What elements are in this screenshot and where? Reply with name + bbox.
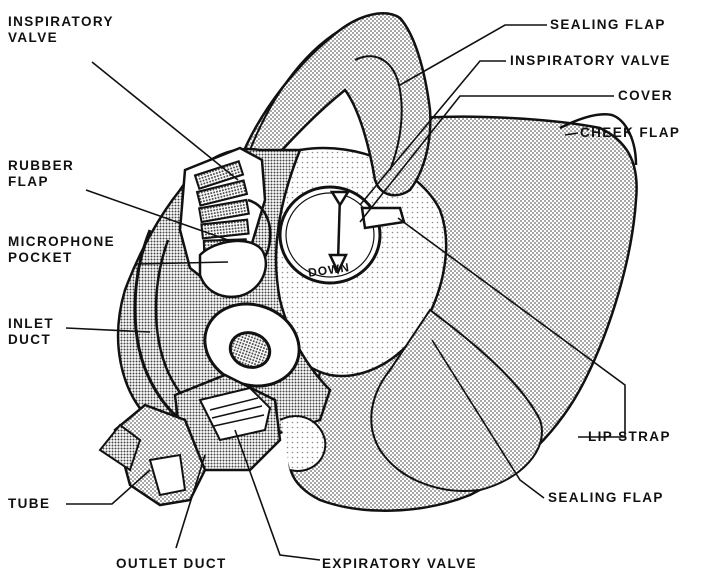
label-inlet-duct: INLET DUCT <box>8 316 54 348</box>
label-line: VALVE <box>8 30 114 46</box>
microphone-pocket <box>200 241 266 297</box>
label-microphone-pocket: MICROPHONE POCKET <box>8 234 115 266</box>
label-line: MICROPHONE <box>8 234 115 250</box>
label-line: RUBBER <box>8 158 74 174</box>
label-lip-strap: LIP STRAP <box>588 429 671 445</box>
label-cover: COVER <box>618 88 673 104</box>
label-line: FLAP <box>8 174 74 190</box>
label-line: DUCT <box>8 332 54 348</box>
label-line: INLET <box>8 316 54 332</box>
label-outlet-duct: OUTLET DUCT <box>116 556 227 572</box>
label-cheek-flap: CHEEK FLAP <box>580 125 680 141</box>
label-line: INSPIRATORY <box>8 14 114 30</box>
label-tube: TUBE <box>8 496 50 512</box>
label-rubber-flap: RUBBER FLAP <box>8 158 74 190</box>
label-sealing-flap-bottom: SEALING FLAP <box>548 490 664 506</box>
label-inspiratory-valve-left: INSPIRATORY VALVE <box>8 14 114 46</box>
label-expiratory-valve: EXPIRATORY VALVE <box>322 556 477 572</box>
label-inspiratory-valve-right: INSPIRATORY VALVE <box>510 53 671 69</box>
label-line: POCKET <box>8 250 115 266</box>
label-sealing-flap-top: SEALING FLAP <box>550 17 666 33</box>
